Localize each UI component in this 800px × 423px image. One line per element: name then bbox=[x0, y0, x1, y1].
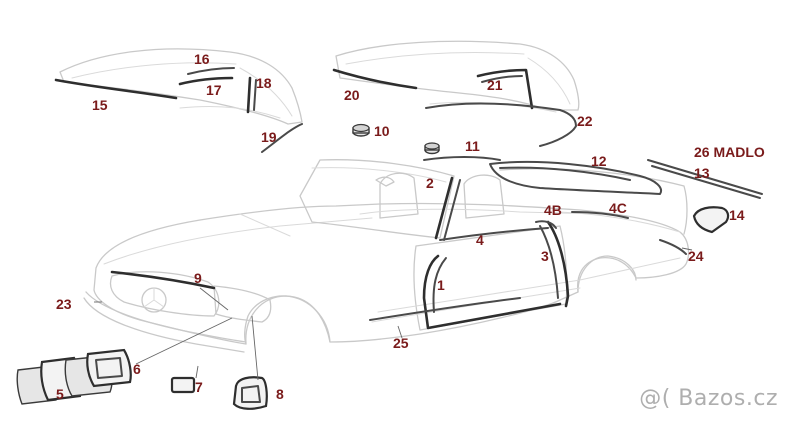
hardtop-right bbox=[332, 40, 580, 147]
label-7: 7 bbox=[195, 379, 203, 395]
door-seal-part-1 bbox=[422, 254, 562, 330]
seal-part-4b bbox=[535, 220, 557, 229]
label-23: 23 bbox=[56, 296, 72, 312]
label-5: 5 bbox=[56, 386, 64, 402]
seal-part-19 bbox=[261, 123, 303, 153]
sill-seal-part-25 bbox=[369, 297, 521, 321]
watermark: @( Bazos.cz bbox=[639, 386, 778, 411]
label-14: 14 bbox=[729, 207, 745, 223]
trunk-seal-part-12 bbox=[489, 160, 662, 195]
label-21: 21 bbox=[487, 77, 503, 93]
hood-seal-part-9 bbox=[110, 270, 216, 290]
strip-part-13-b bbox=[651, 165, 761, 199]
door-seal-part-1-inner bbox=[432, 257, 447, 313]
light-seal-part-14 bbox=[692, 206, 730, 234]
label-6: 6 bbox=[133, 361, 141, 377]
seal-part-15 bbox=[54, 78, 178, 100]
label-16: 16 bbox=[194, 51, 210, 67]
seal-part-18-inner bbox=[253, 79, 257, 111]
trunk-seal-part-12-inner bbox=[499, 166, 631, 181]
label-4b: 4B bbox=[544, 202, 562, 218]
seal-part-21 bbox=[476, 68, 534, 110]
pillar-seal-part-2 bbox=[434, 176, 454, 240]
lamp-seal-part-6 bbox=[86, 348, 132, 388]
label-11: 11 bbox=[465, 138, 480, 154]
label-25: 25 bbox=[393, 335, 409, 351]
label-26: 26 MADLO bbox=[694, 144, 765, 160]
label-20: 20 bbox=[344, 87, 360, 103]
pillar-seal-part-2-inner bbox=[443, 179, 461, 241]
car-body bbox=[83, 159, 690, 353]
label-9: 9 bbox=[194, 270, 202, 286]
seal-part-7 bbox=[170, 376, 196, 394]
seal-part-20 bbox=[332, 68, 418, 90]
label-13: 13 bbox=[694, 165, 710, 181]
label-1: 1 bbox=[437, 277, 445, 293]
window-seal-part-4 bbox=[439, 227, 549, 241]
seal-part-16 bbox=[187, 67, 235, 75]
label-22: 22 bbox=[577, 113, 593, 129]
label-4: 4 bbox=[476, 232, 484, 248]
label-2: 2 bbox=[426, 175, 434, 191]
seal-part-18 bbox=[246, 76, 252, 114]
label-24: 24 bbox=[688, 248, 704, 264]
label-10: 10 bbox=[374, 123, 390, 139]
label-18: 18 bbox=[256, 75, 272, 91]
jamb-seal-part-3-inner bbox=[539, 225, 559, 299]
hardtop-left bbox=[54, 48, 303, 153]
grommet-10 bbox=[352, 123, 370, 137]
grommet-11 bbox=[424, 142, 440, 155]
seal-part-21-inner bbox=[481, 75, 523, 83]
strip-part-13 bbox=[647, 159, 763, 195]
seal-part-22 bbox=[425, 102, 577, 147]
label-4c: 4C bbox=[609, 200, 627, 216]
headlight-seal-part-8 bbox=[232, 376, 268, 410]
rear-seal-part-24 bbox=[659, 239, 687, 255]
label-17: 17 bbox=[206, 82, 222, 98]
seal-part-4c bbox=[571, 211, 629, 219]
part-labels: 1 2 3 4 4B 4C 5 6 7 8 9 10 11 12 13 14 1… bbox=[56, 51, 765, 402]
seal-part-17 bbox=[178, 76, 234, 86]
label-8: 8 bbox=[276, 386, 284, 402]
strip-part-11 bbox=[423, 156, 501, 161]
label-3: 3 bbox=[541, 248, 549, 264]
label-15: 15 bbox=[92, 97, 108, 113]
label-19: 19 bbox=[261, 129, 277, 145]
label-12: 12 bbox=[591, 153, 607, 169]
jamb-seal-part-3 bbox=[546, 220, 570, 308]
